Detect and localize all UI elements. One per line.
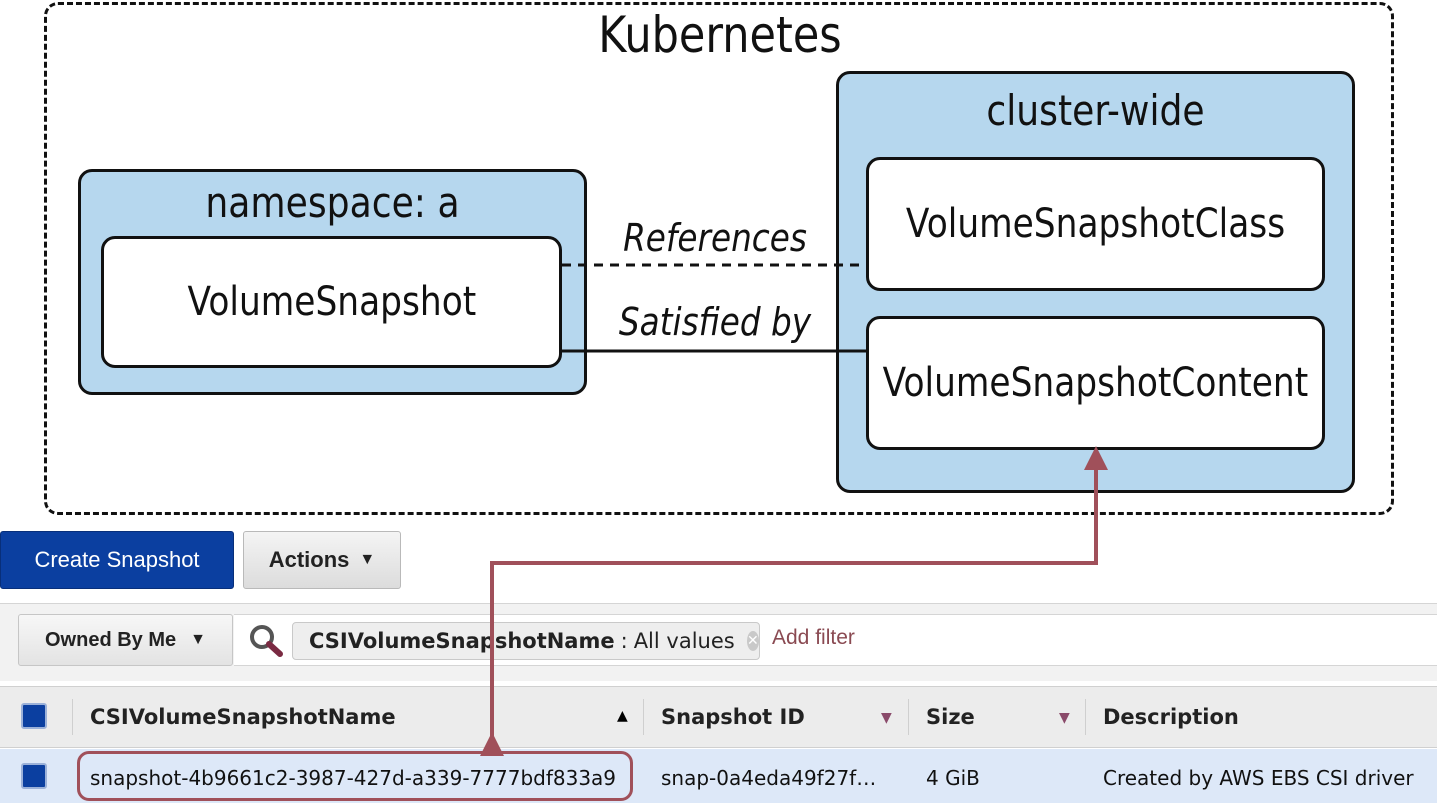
table-row[interactable] xyxy=(0,749,1437,803)
references-edge-label: References xyxy=(623,216,807,260)
create-snapshot-button[interactable]: Create Snapshot xyxy=(0,531,234,589)
filter-chip-key: CSIVolumeSnapshotName xyxy=(309,629,615,653)
column-header-description[interactable]: Description xyxy=(1103,705,1239,729)
column-divider xyxy=(1085,699,1086,735)
select-all-checkbox[interactable] xyxy=(21,703,47,729)
add-filter-link[interactable]: Add filter xyxy=(772,626,855,649)
volumesnapshot-node: VolumeSnapshot xyxy=(101,236,562,368)
search-icon xyxy=(250,625,283,657)
cell-snapshot-name: snapshot-4b9661c2-3987-427d-a339-7777bdf… xyxy=(90,766,617,790)
sort-descending-icon[interactable]: ▼ xyxy=(1059,710,1070,726)
chevron-down-icon: ▼ xyxy=(359,551,376,568)
column-divider xyxy=(72,699,73,735)
column-divider xyxy=(643,699,644,735)
close-icon[interactable]: ✕ xyxy=(746,631,759,651)
snapshot-name-highlight xyxy=(77,751,633,801)
volumesnapshotcontent-node: VolumeSnapshotContent xyxy=(866,316,1325,450)
cell-size: 4 GiB xyxy=(926,766,980,790)
owner-filter-dropdown[interactable]: Owned By Me ▼ xyxy=(18,614,233,666)
column-divider xyxy=(908,699,909,735)
filter-chip[interactable]: CSIVolumeSnapshotName : All values ✕ xyxy=(292,622,760,660)
actions-button[interactable]: Actions ▼ xyxy=(243,531,401,589)
sort-ascending-icon[interactable]: ▲ xyxy=(617,708,628,724)
volumesnapshotcontent-label: VolumeSnapshotContent xyxy=(882,360,1309,406)
column-header-csivolumesnapshotname[interactable]: CSIVolumeSnapshotName xyxy=(90,705,396,729)
cluster-wide-title: cluster-wide xyxy=(986,86,1205,135)
column-header-snapshot-id[interactable]: Snapshot ID xyxy=(661,705,805,729)
actions-label: Actions xyxy=(268,547,350,572)
kubernetes-title: Kubernetes xyxy=(598,6,842,64)
filter-chip-value: All values xyxy=(633,629,735,653)
row-checkbox[interactable] xyxy=(21,763,47,789)
cell-description: Created by AWS EBS CSI driver xyxy=(1103,766,1414,790)
volumesnapshotclass-node: VolumeSnapshotClass xyxy=(866,157,1325,291)
filter-chip-separator: : xyxy=(620,629,628,653)
namespace-title: namespace: a xyxy=(205,178,460,227)
owner-filter-label: Owned By Me xyxy=(45,628,177,651)
satisfied-by-edge-label: Satisfied by xyxy=(618,300,812,344)
sort-descending-icon[interactable]: ▼ xyxy=(881,710,892,726)
chevron-down-icon: ▼ xyxy=(190,631,206,648)
volumesnapshot-label: VolumeSnapshot xyxy=(187,279,476,325)
volumesnapshotclass-label: VolumeSnapshotClass xyxy=(905,201,1286,247)
cell-snapshot-id: snap-0a4eda49f27f… xyxy=(661,766,877,790)
column-header-size[interactable]: Size xyxy=(926,705,975,729)
